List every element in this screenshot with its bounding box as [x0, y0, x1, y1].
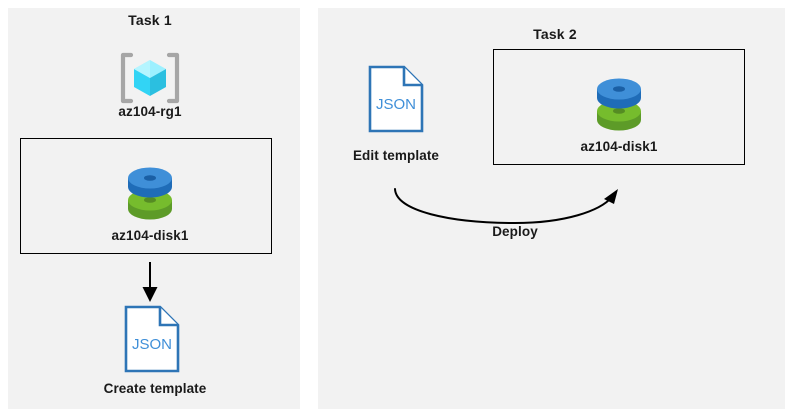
task2-disk-label: az104-disk1 [580, 139, 658, 154]
json-document-icon: JSON [368, 65, 424, 133]
task2-title: Task 2 [533, 26, 577, 42]
json-icon-text: JSON [132, 336, 172, 353]
down-arrow [136, 262, 164, 304]
create-template-label: Create template [103, 381, 207, 396]
task1-disk-label: az104-disk1 [111, 228, 189, 243]
managed-disk-icon [591, 78, 647, 136]
resource-group-cube-icon [118, 50, 182, 106]
resource-group-label: az104-rg1 [118, 104, 182, 119]
json-document-icon: JSON [124, 305, 180, 373]
deploy-label: Deploy [492, 224, 538, 239]
task1-title: Task 1 [128, 12, 172, 28]
json-icon-text: JSON [376, 96, 416, 113]
task1-resource-box [20, 138, 272, 254]
managed-disk-icon [122, 167, 178, 225]
deploy-curved-arrow [390, 185, 630, 230]
edit-template-label: Edit template [352, 148, 440, 163]
